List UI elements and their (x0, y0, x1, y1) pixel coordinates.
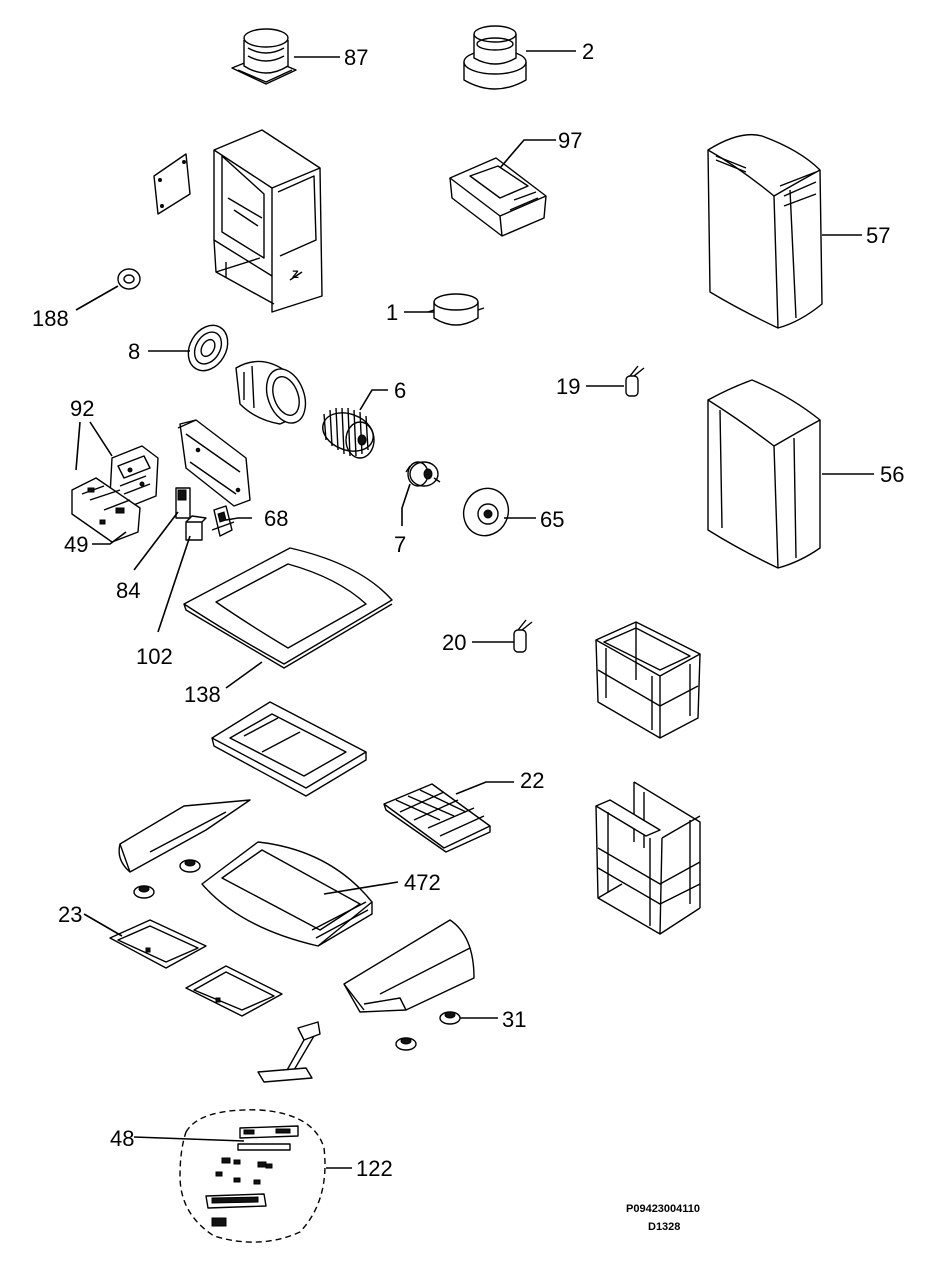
part-31-knob (439, 1011, 461, 1025)
part-472-lower-canopy (201, 841, 373, 947)
part-6-fan-wheel (322, 407, 375, 459)
part-2-round-adaptor (463, 25, 527, 90)
part-20-capacitor (513, 619, 533, 653)
drawing-code: D1328 (648, 1221, 680, 1233)
leader-lines (75, 50, 874, 1169)
frame-marking: Z (292, 269, 299, 281)
right-side-trim (343, 919, 475, 1013)
lower-support-frame (595, 781, 701, 935)
part-102-block (185, 515, 207, 541)
part-22-grease-filter (383, 783, 491, 853)
label-92: 92 (70, 396, 94, 421)
part-23-filter-1 (109, 919, 207, 969)
upper-support-frame (595, 621, 701, 739)
label-102: 102 (136, 644, 173, 669)
label-8: 8 (128, 339, 140, 364)
label-97: 97 (558, 128, 582, 153)
drawing-codes: P09423004110 D1328 (626, 1203, 700, 1233)
part-188-grommet (117, 268, 141, 290)
label-87: 87 (344, 45, 368, 70)
blower-housing (235, 360, 307, 425)
label-20: 20 (442, 630, 466, 655)
part-65-motor-plate (462, 487, 510, 537)
support-bracket (257, 1021, 321, 1083)
label-1: 1 (386, 300, 398, 325)
part-57-upper-chimney (707, 133, 823, 329)
part-19-capacitor (625, 365, 645, 397)
part-84-switch (175, 487, 191, 519)
label-57: 57 (866, 223, 890, 248)
label-6: 6 (394, 378, 406, 403)
label-188: 188 (32, 306, 69, 331)
part-138-glass-canopy (183, 547, 393, 669)
label-31: 31 (502, 1007, 526, 1032)
label-84: 84 (116, 578, 140, 603)
label-2: 2 (582, 39, 594, 64)
part-122-kit (179, 1109, 326, 1243)
part-56-lower-chimney (707, 379, 821, 569)
filter-frame (211, 701, 367, 797)
part-97-tray (449, 157, 547, 237)
knob-left-upper (179, 859, 201, 873)
part-92-board-bracket (109, 445, 159, 509)
part-8-flange (187, 324, 229, 372)
label-19: 19 (556, 374, 580, 399)
label-472: 472 (404, 870, 441, 895)
label-7: 7 (394, 532, 406, 557)
label-48: 48 (110, 1126, 134, 1151)
motor-frame: Z (213, 129, 323, 313)
knob-left-lower (133, 885, 155, 899)
part-code: P09423004110 (626, 1203, 700, 1215)
label-22: 22 (520, 768, 544, 793)
callout-labels: 87 2 97 57 188 1 8 6 19 92 56 68 49 65 7… (32, 39, 904, 1181)
mounting-plate (177, 419, 251, 507)
knob-right-lower (395, 1037, 417, 1051)
label-68: 68 (264, 506, 288, 531)
part-87-duct-collar (231, 28, 297, 85)
left-side-trim (118, 799, 251, 873)
part-23-filter-2 (185, 965, 283, 1017)
part-1-ring-clamp (427, 293, 485, 326)
label-65: 65 (540, 507, 564, 532)
part-49-pcb (71, 477, 141, 543)
label-122: 122 (356, 1156, 393, 1181)
label-49: 49 (64, 532, 88, 557)
side-plate (153, 153, 191, 215)
part-68-switch-bracket (211, 505, 235, 537)
label-56: 56 (880, 462, 904, 487)
label-138: 138 (184, 682, 221, 707)
label-23: 23 (58, 902, 82, 927)
part-7-motor (405, 461, 441, 487)
